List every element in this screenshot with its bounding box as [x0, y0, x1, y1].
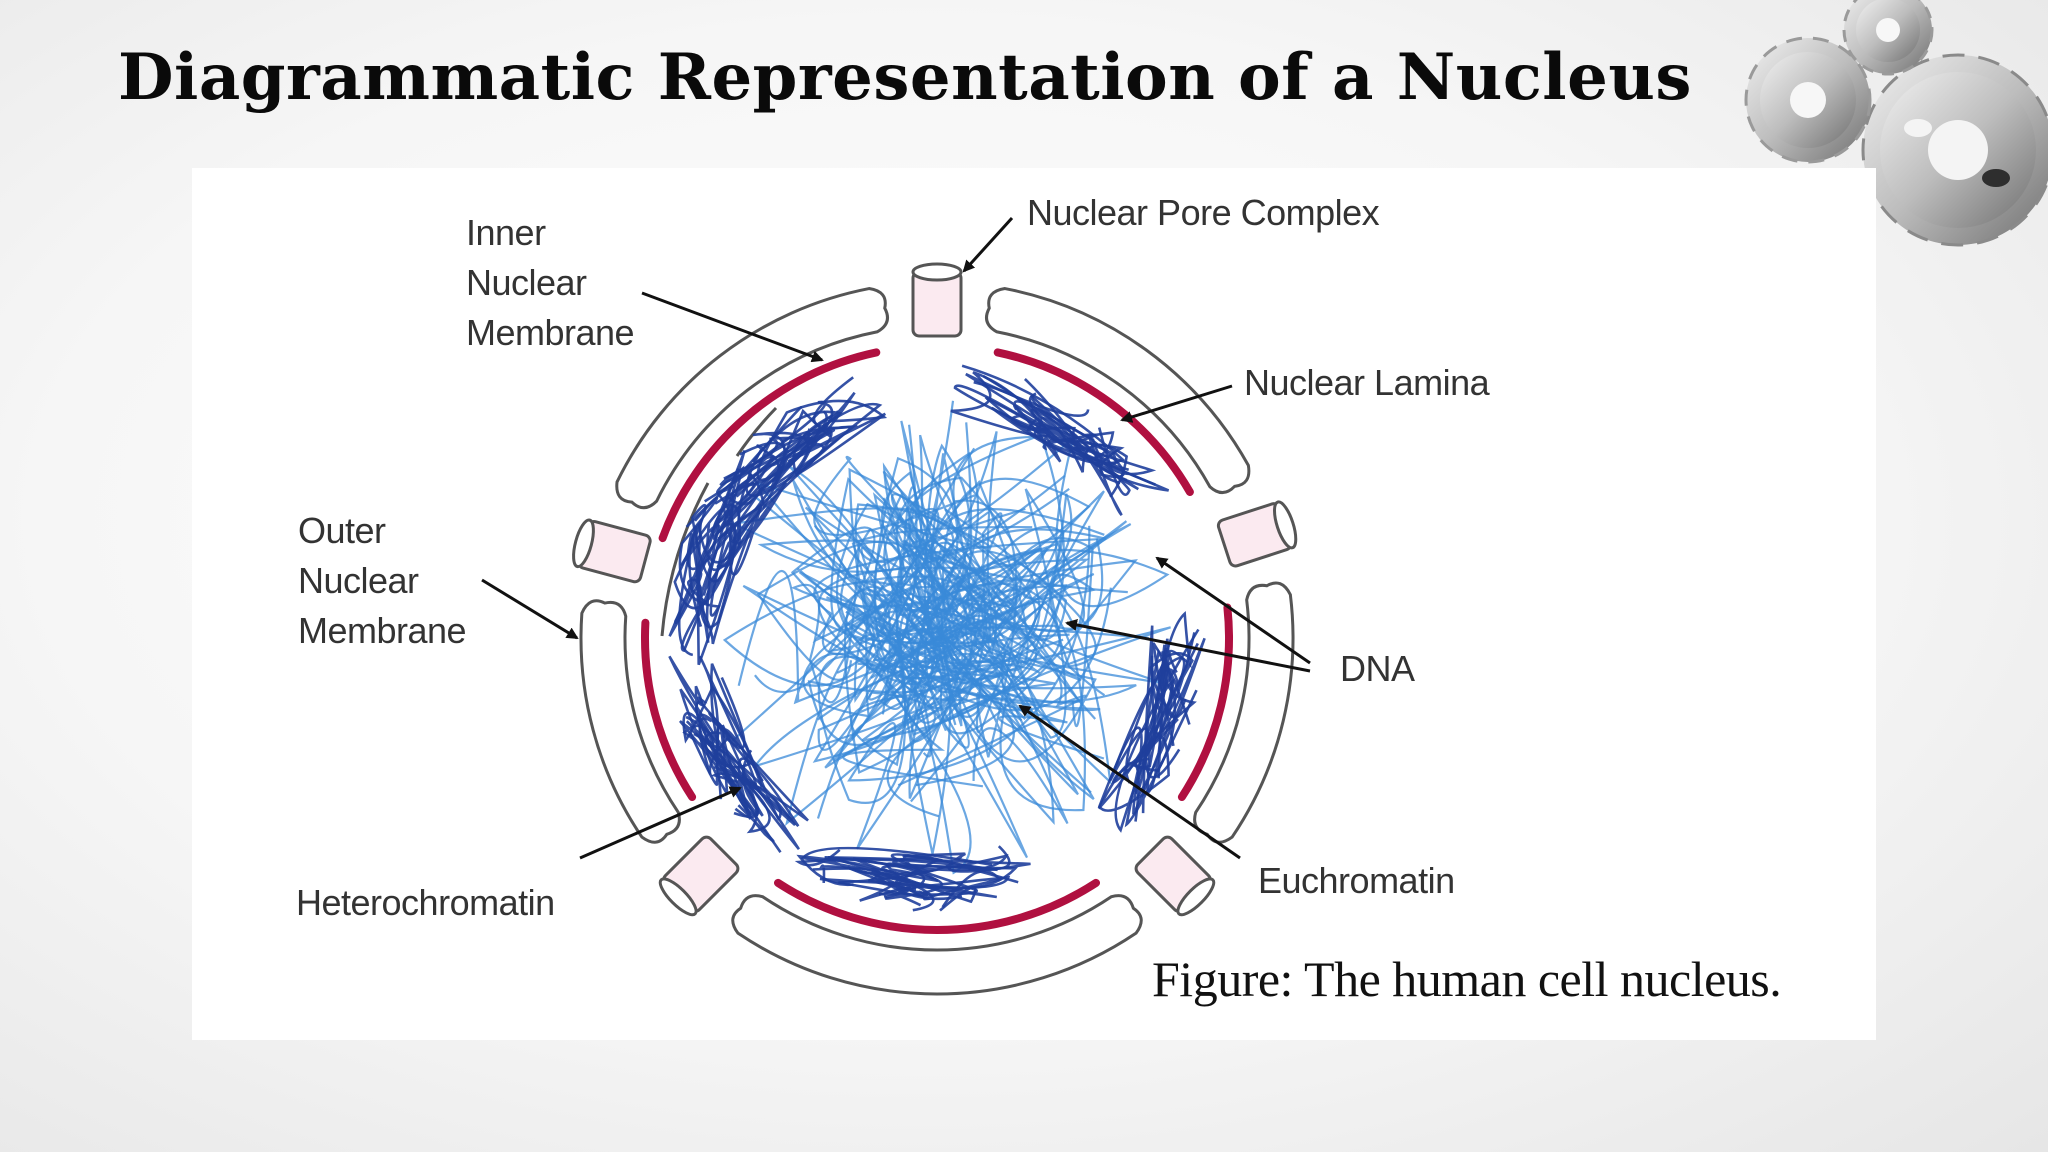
label-nuclear-lamina: Nuclear Lamina	[1244, 362, 1490, 403]
heterochromatin-strand	[756, 399, 888, 482]
membrane-lobe	[579, 599, 681, 844]
heterochromatin-strand	[1132, 632, 1196, 815]
lamina-arc	[774, 878, 1100, 934]
pore-cylinder	[1216, 500, 1298, 568]
heterochromatin-strand	[953, 384, 1140, 491]
membrane-lobe	[985, 287, 1251, 495]
heterochromatin-strand	[674, 468, 742, 624]
outer-nuclear-membrane	[660, 406, 778, 637]
label-nuclear-pore-complex: Nuclear Pore Complex	[1027, 192, 1380, 233]
pore-cylinder	[911, 262, 963, 338]
heterochromatin-strand	[680, 481, 788, 653]
lamina-arc	[658, 348, 881, 543]
heterochromatin-strands	[668, 364, 1206, 912]
pore-cylinder	[1134, 835, 1216, 917]
label-euchromatin: Euchromatin	[1258, 860, 1455, 901]
leader-euchromatin	[1018, 704, 1241, 860]
leader-inner-membrane	[641, 291, 824, 363]
nucleus-diagram	[481, 216, 1311, 996]
heterochromatin-strand	[1097, 628, 1200, 833]
euchromatin-strand	[791, 477, 1091, 704]
leader-outer-membrane	[481, 578, 579, 640]
heterochromatin-strand	[794, 848, 1019, 884]
membrane-lobe	[731, 894, 1143, 996]
euchromatin-strand	[830, 477, 1018, 758]
leader-dna-1	[1155, 556, 1311, 665]
heterochromatin-strand	[686, 491, 761, 643]
euchromatin-strand	[731, 476, 1079, 796]
leader-lines	[481, 216, 1311, 860]
euchromatin-strand	[817, 537, 1094, 758]
nuclear-lamina-arc	[641, 348, 1233, 934]
slide-title: Diagrammatic Representation of a Nucleus	[118, 40, 1692, 115]
leader-lamina	[1120, 384, 1233, 423]
leader-pore-complex	[962, 216, 1014, 273]
heterochromatin-strand	[710, 663, 782, 843]
euchromatin-strand	[813, 434, 1064, 742]
nuclear-pore-complex	[572, 262, 1298, 917]
heterochromatin-strand	[704, 436, 818, 503]
heterochromatin-strand	[677, 503, 737, 666]
heterochromatin-strand	[735, 376, 887, 498]
lamina-arc	[641, 618, 697, 801]
pore-cylinder	[658, 835, 740, 917]
label-dna: DNA	[1340, 648, 1415, 689]
figure-panel: Inner Nuclear Membrane Nuclear Pore Comp…	[192, 168, 1876, 1040]
label-outer-nuclear-membrane: Outer Nuclear Membrane	[298, 510, 467, 651]
leader-dna-2	[1065, 619, 1311, 673]
euchromatin-strand	[899, 486, 1105, 727]
euchromatin-strands	[722, 400, 1171, 875]
membrane-lobe	[1193, 581, 1295, 844]
figure-caption: Figure: The human cell nucleus.	[1152, 951, 1782, 1007]
lamina-arc	[1177, 603, 1233, 801]
nuclear-envelope	[579, 287, 1295, 996]
leader-heterochromatin	[579, 786, 742, 860]
heterochromatin-strand	[668, 655, 800, 851]
lamina-arc	[993, 348, 1194, 496]
euchromatin-strand	[742, 525, 1081, 803]
gear-icon	[1861, 53, 2048, 247]
heterochromatin-strand	[973, 378, 1125, 517]
label-heterochromatin: Heterochromatin	[296, 882, 555, 923]
gear-icon	[1842, 0, 1934, 76]
euchromatin-strand	[722, 400, 977, 855]
membrane-lobe	[615, 287, 889, 510]
pore-cylinder	[572, 518, 652, 584]
euchromatin-strand	[873, 572, 1095, 800]
label-inner-nuclear-membrane: Inner Nuclear Membrane	[466, 212, 635, 353]
gears-decoration	[1744, 0, 2048, 247]
gear-icon	[1744, 36, 1872, 164]
